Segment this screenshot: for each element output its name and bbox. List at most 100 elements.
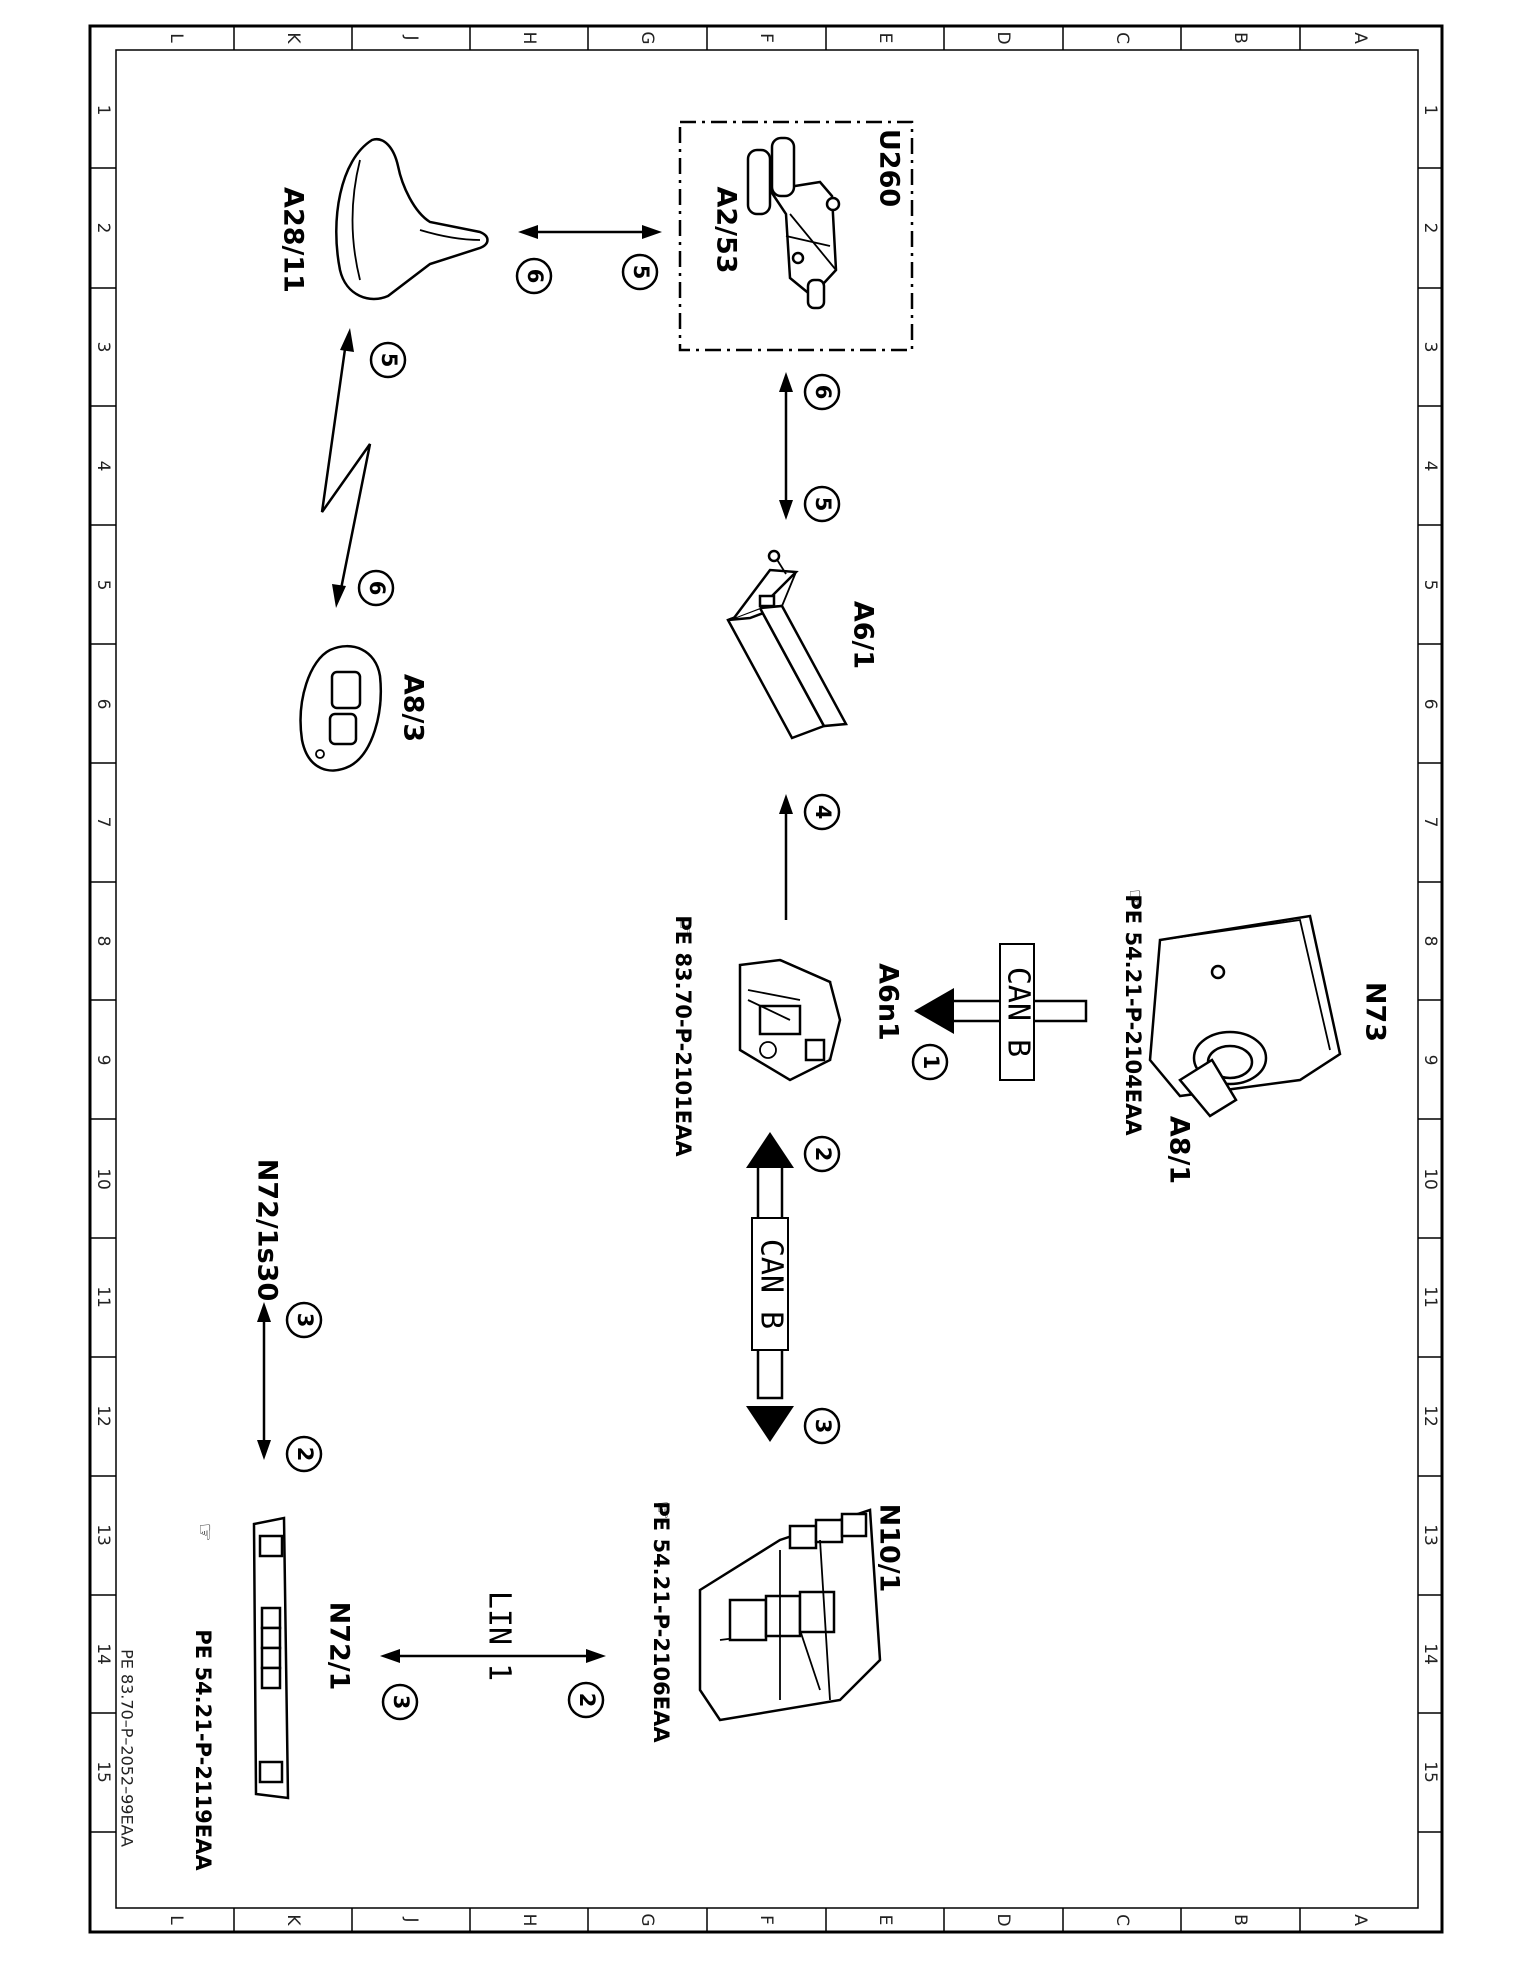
row-ticks <box>90 167 1442 1833</box>
pointing-hand-icon: ☞ <box>673 917 697 936</box>
n72-1-panel-icon <box>252 1516 290 1800</box>
marker: 5 <box>369 341 407 379</box>
n72-1s30-label: N72/1s30 <box>252 1159 283 1301</box>
a6-1-label: A6/1 <box>848 601 879 669</box>
grid-row-number: 11 <box>93 1286 113 1308</box>
can-b-mid-link: CAN B <box>746 1132 794 1442</box>
a2-53-component-icon <box>746 136 841 310</box>
can-b-top-label: CAN B <box>1001 967 1036 1057</box>
marker: 1 <box>911 1043 949 1081</box>
marker: 6 <box>803 373 841 411</box>
grid-row-number: 4 <box>1420 461 1440 472</box>
grid-row-number: 14 <box>93 1643 113 1665</box>
grid-col-letter: J <box>401 34 421 40</box>
grid-col-letter: B <box>1230 1914 1250 1926</box>
a28-11-label: A28/11 <box>278 187 309 293</box>
svg-text:6: 6 <box>365 581 389 596</box>
a253-a61-link <box>779 372 793 520</box>
svg-text:5: 5 <box>629 265 653 280</box>
grid-col-letter: L <box>166 33 186 43</box>
a6n1-control-unit-icon <box>738 958 842 1082</box>
svg-text:5: 5 <box>811 497 835 512</box>
grid-col-letter: K <box>283 32 303 44</box>
a6n1-a61-link <box>779 794 793 920</box>
a6n1-label: A6n1 <box>873 963 904 1041</box>
grid-row-number: 13 <box>93 1524 113 1546</box>
a8-1-label: A8/1 <box>1164 1116 1195 1184</box>
grid-col-letter: B <box>1230 32 1250 44</box>
n10-1-module-icon <box>698 1508 882 1722</box>
grid-row-number: 12 <box>93 1405 113 1427</box>
n73-label: N73 <box>1360 982 1391 1042</box>
can-b-top-link: CAN B <box>914 943 1088 1081</box>
grid-row-number: 6 <box>93 699 113 710</box>
grid-col-letter: C <box>1112 32 1132 44</box>
grid-row-number: 7 <box>1420 817 1440 828</box>
grid-col-letter: F <box>756 33 776 43</box>
grid-col-letter: D <box>993 31 1013 44</box>
n72-1-reference: PE 54.21-P-2119EAA <box>191 1629 215 1871</box>
a6-1-control-unit-icon <box>726 549 849 740</box>
n72-switch-link <box>257 1302 271 1460</box>
grid-col-letter: J <box>401 1916 421 1922</box>
a2-53-label: A2/53 <box>711 186 742 273</box>
marker: 3 <box>381 1683 419 1721</box>
u260-label: U260 <box>874 129 905 207</box>
u260-box <box>678 120 914 352</box>
grid-row-number: 10 <box>93 1168 113 1190</box>
lin-1-label: LIN 1 <box>482 1591 517 1681</box>
n72-1-label: N72/1 <box>324 1602 355 1691</box>
grid-row-number: 1 <box>1420 105 1440 116</box>
marker: 6 <box>357 569 395 607</box>
grid-col-letter: L <box>166 1915 186 1925</box>
grid-row-number: 5 <box>93 580 113 591</box>
grid-row-number: 2 <box>1420 223 1440 234</box>
row-numbers-right: 1 2 3 4 5 6 7 8 9 10 11 12 13 14 15 <box>1420 105 1440 1783</box>
a8-3-remote-icon <box>299 645 382 772</box>
grid-col-letter: E <box>875 33 895 44</box>
grid-row-number: 7 <box>93 817 113 828</box>
grid-row-number: 3 <box>1420 342 1440 353</box>
marker: 4 <box>803 793 841 831</box>
svg-text:3: 3 <box>389 1695 413 1710</box>
grid-row-number: 10 <box>1420 1168 1440 1190</box>
svg-text:2: 2 <box>811 1147 835 1162</box>
column-letters-top: L K J H G F E D C B A <box>166 31 1370 44</box>
grid-row-number: 5 <box>1420 580 1440 591</box>
grid-col-letter: K <box>283 1914 303 1926</box>
grid-col-letter: F <box>756 1915 776 1925</box>
inner-frame <box>115 49 1419 1909</box>
grid-row-number: 13 <box>1420 1524 1440 1546</box>
grid-row-number: 14 <box>1420 1643 1440 1665</box>
pointing-hand-icon: ☞ <box>193 1523 217 1542</box>
grid-col-letter: A <box>1350 1914 1370 1926</box>
a8-3-label: A8/3 <box>398 674 429 742</box>
svg-text:6: 6 <box>523 269 547 284</box>
svg-text:2: 2 <box>575 1693 599 1708</box>
marker: 5 <box>803 485 841 523</box>
column-letters-bottom: L K J H G F E D C B A <box>166 1913 1370 1926</box>
a6n1-reference: PE 83.70-P-2101EAA <box>671 915 695 1157</box>
pointing-hand-icon: ☞ <box>1123 889 1147 908</box>
row-numbers-left: 1 2 3 4 5 6 7 8 9 10 11 12 13 14 15 <box>93 105 113 1783</box>
marker: 5 <box>621 253 659 291</box>
marker: 2 <box>567 1681 605 1719</box>
svg-text:3: 3 <box>293 1313 317 1328</box>
grid-col-letter: G <box>637 31 657 44</box>
grid-col-letter: H <box>519 1914 539 1927</box>
n10-1-label: N10/1 <box>874 1504 905 1593</box>
grid-col-letter: C <box>1112 1914 1132 1926</box>
radio-link-lightning <box>320 328 372 608</box>
grid-row-number: 2 <box>93 223 113 234</box>
grid-col-letter: A <box>1350 32 1370 44</box>
a28-a253-link <box>518 225 662 239</box>
svg-text:2: 2 <box>293 1447 317 1462</box>
grid-col-letter: D <box>993 1913 1013 1926</box>
grid-row-number: 6 <box>1420 699 1440 710</box>
grid-row-number: 12 <box>1420 1405 1440 1427</box>
column-ticks <box>233 26 1301 1932</box>
n73-reference: PE 54.21-P-2104EAA <box>1121 894 1145 1136</box>
marker: 3 <box>285 1301 323 1339</box>
grid-row-number: 4 <box>93 461 113 472</box>
